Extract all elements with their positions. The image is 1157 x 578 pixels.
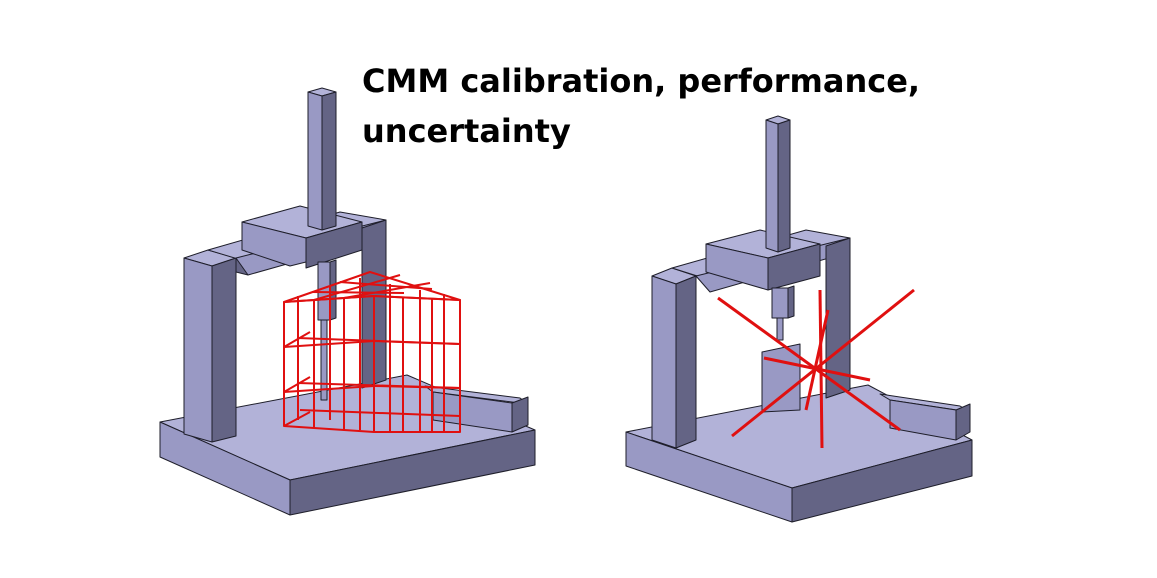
left-z-ram [307,87,337,231]
right-carriage [705,229,821,291]
left-bridge-column [183,249,237,443]
right-bridge-column [651,267,697,449]
title-line-1: CMM calibration, performance, [362,62,921,100]
diagram-title: CMM calibration, performance, uncertaint… [362,56,962,156]
right-rail [879,393,971,441]
cmm-left [159,87,536,516]
right-z-ram [765,115,791,253]
left-grid-overlay [283,271,461,433]
cmm-right [625,115,973,523]
right-probe [771,285,795,341]
title-line-2: uncertainty [362,112,571,150]
left-carriage [241,205,363,269]
left-probe [317,259,337,401]
right-base-plate [625,384,973,523]
left-rail [424,385,529,433]
right-diagonals-overlay [717,288,915,449]
